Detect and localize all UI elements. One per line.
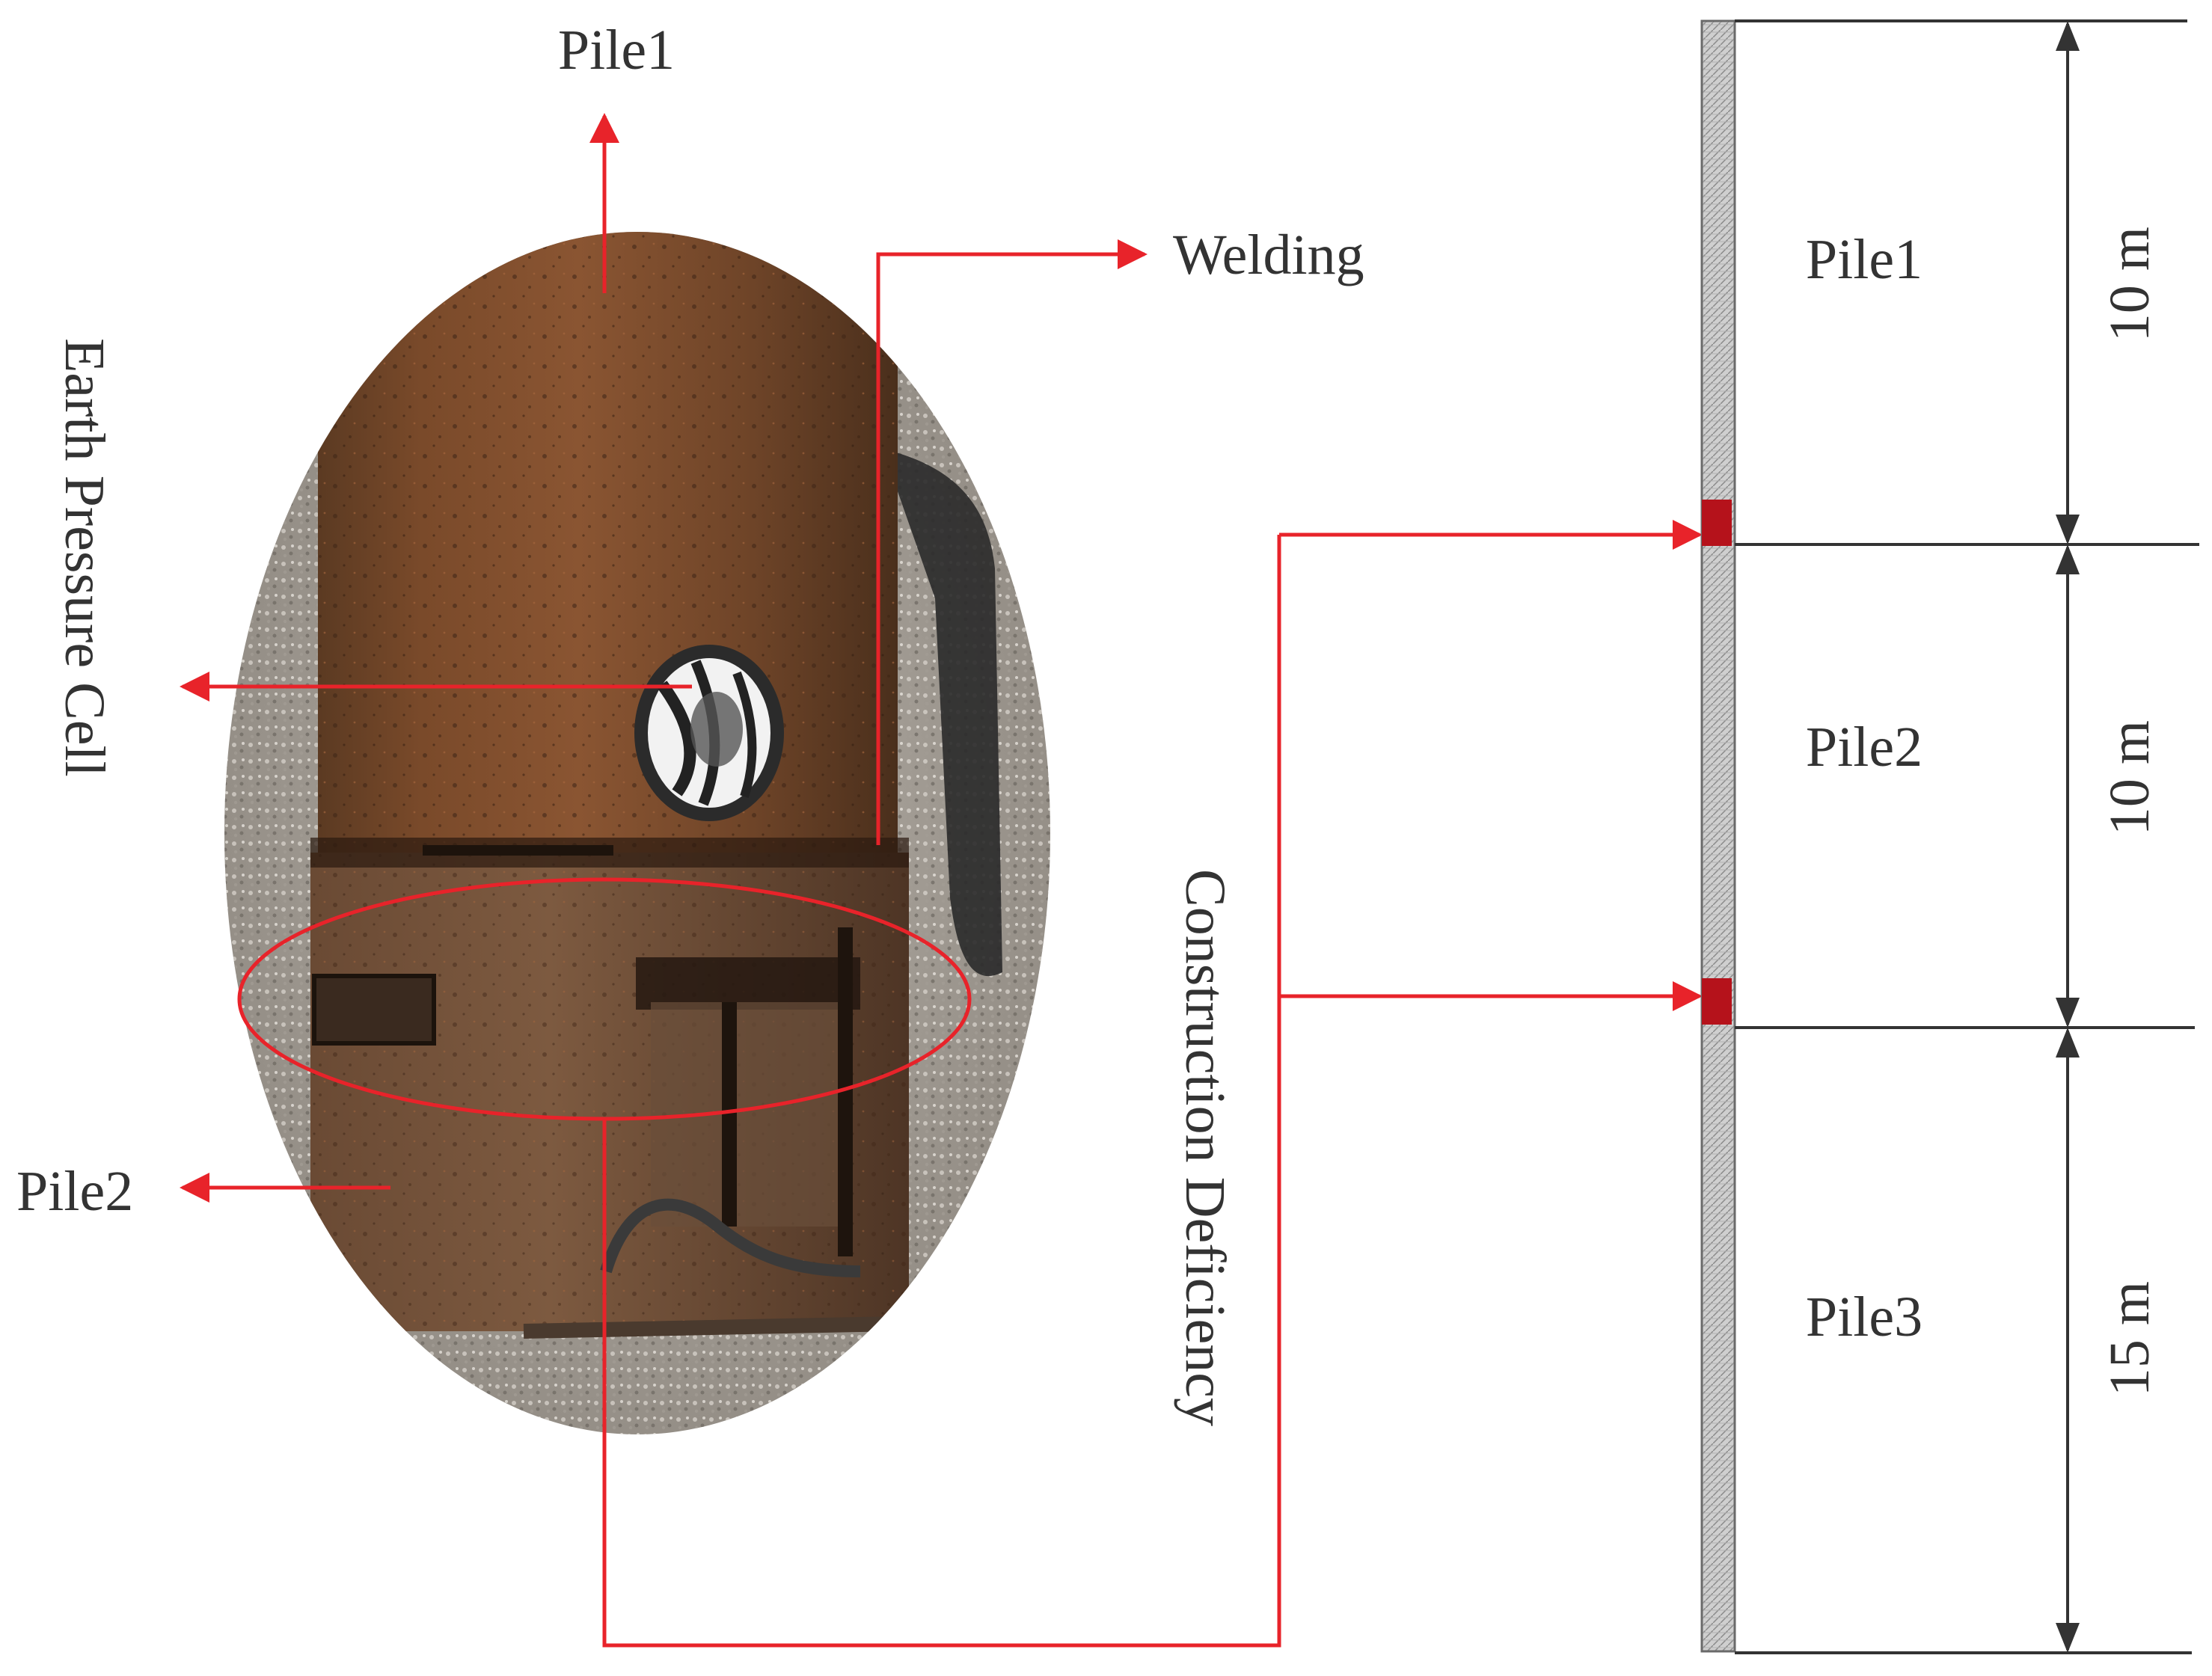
segment-pile3-length: 15 m xyxy=(2098,1281,2161,1396)
photo-pile2-label: Pile2 xyxy=(16,1160,133,1223)
segment-pile1-name: Pile1 xyxy=(1806,228,1923,291)
defect-marker-upper xyxy=(1702,500,1732,546)
pile-schematic: Pile1 Pile2 Pile3 10 m 10 m 15 m xyxy=(1700,19,2199,1654)
deficiency-connector-line xyxy=(602,535,1281,1648)
segment-pile2-name: Pile2 xyxy=(1806,716,1923,779)
pile-column xyxy=(1700,19,1736,1653)
welding-label: Welding xyxy=(1173,224,1364,286)
defect-marker-lower xyxy=(1702,978,1732,1025)
segment-pile3-name: Pile3 xyxy=(1806,1286,1923,1348)
construction-deficiency-label: Construction Deficiency xyxy=(1174,869,1237,1426)
earth-pressure-cell-label: Earth Pressure Cell xyxy=(53,338,116,777)
segment-pile1-length: 10 m xyxy=(2098,227,2161,342)
photo-pile1-label: Pile1 xyxy=(558,19,675,82)
earth-pressure-cell-object xyxy=(634,645,784,821)
welding-pointer-arrow xyxy=(876,239,1148,845)
pile-photo xyxy=(224,232,1050,1434)
segment-pile2-length: 10 m xyxy=(2098,720,2161,835)
